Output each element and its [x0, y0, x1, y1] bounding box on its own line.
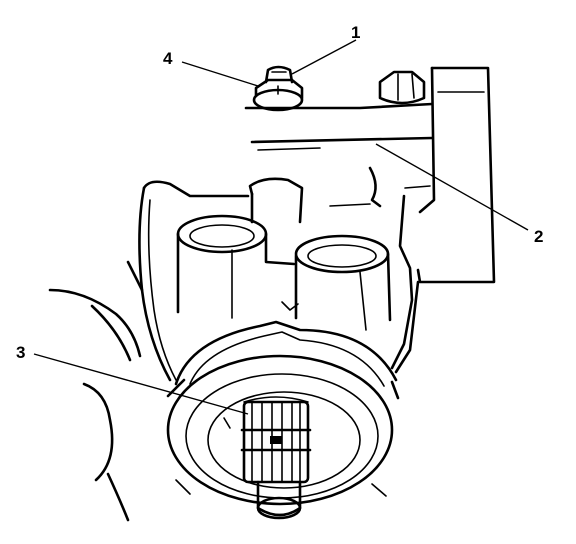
bolt-right — [378, 70, 426, 105]
background-strokes — [48, 288, 142, 522]
callout-1: 1 — [351, 23, 360, 42]
callout-3: 3 — [16, 343, 25, 362]
pump-flange — [166, 320, 400, 506]
leader-2 — [375, 143, 529, 231]
leader-4 — [181, 61, 259, 87]
pump-body — [126, 166, 414, 382]
leader-3 — [33, 353, 249, 415]
left-port — [176, 214, 296, 319]
bolt-4 — [252, 65, 304, 112]
callout-4: 4 — [163, 49, 173, 68]
center-tube — [248, 177, 304, 224]
drive-shaft — [240, 396, 312, 520]
callout-2: 2 — [534, 227, 543, 246]
bracket-plate — [244, 102, 434, 151]
mounting-bracket — [394, 66, 496, 374]
right-port — [281, 234, 392, 331]
leader-lines — [33, 39, 529, 415]
leader-1 — [291, 39, 357, 75]
